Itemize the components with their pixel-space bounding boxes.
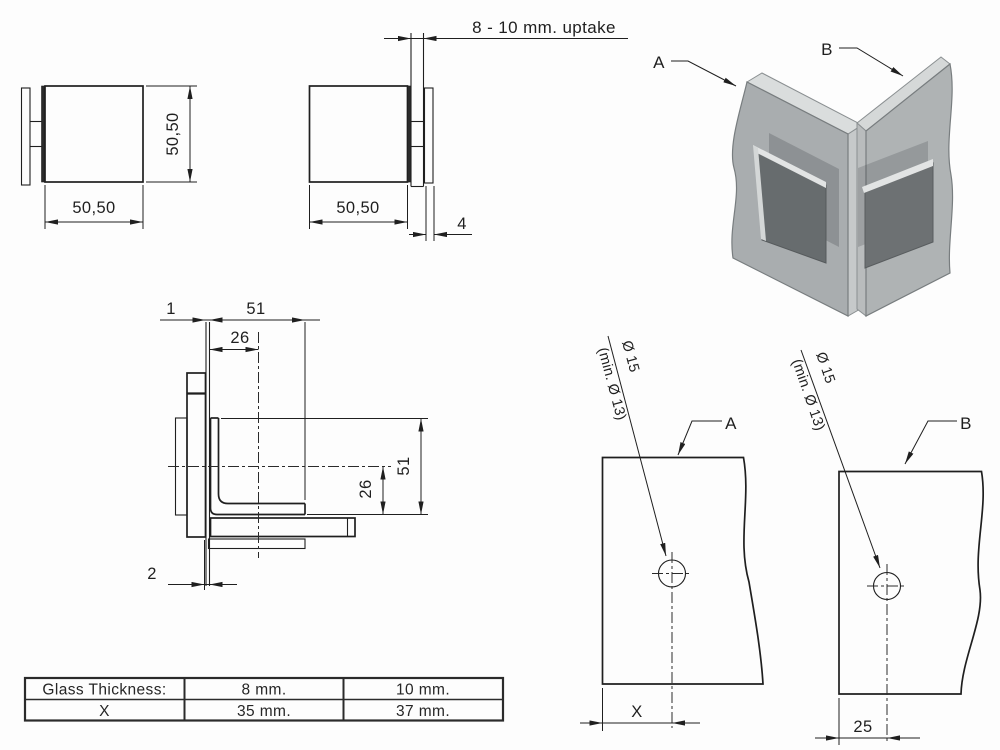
leader-b xyxy=(839,47,904,77)
table-cell: 35 mm. xyxy=(237,703,291,720)
dim-height-label: 50,50 xyxy=(164,112,182,155)
panel-label-a: A xyxy=(725,414,737,433)
uptake-note: 8 - 10 mm. uptake xyxy=(472,18,616,37)
glass-panel-a-outline xyxy=(601,456,764,685)
dim-gap-label: 1 xyxy=(166,300,176,318)
hole-dia-label-a: Ø 15 xyxy=(618,339,642,374)
table-cell: 37 mm. xyxy=(396,703,450,720)
hole-leader-a xyxy=(607,335,667,557)
glass-edge-strip xyxy=(20,87,31,186)
dim-leg-v-label: 51 xyxy=(395,456,413,475)
iso-label-a: A xyxy=(653,53,665,72)
iso-label-b: B xyxy=(821,40,833,59)
dim-leg-h-label: 51 xyxy=(246,300,265,318)
table-cell: 10 mm. xyxy=(396,682,450,699)
label-leader-a xyxy=(677,420,722,456)
outer-plate-vertical xyxy=(186,372,207,538)
table-cell: X xyxy=(99,703,110,720)
front-view-right: 8 - 10 mm. uptake 50,50 4 xyxy=(308,18,628,241)
dim-edge-a-label: X xyxy=(631,703,642,721)
dim-hole-v-label: 26 xyxy=(357,479,375,498)
dim-width-label: 50,50 xyxy=(72,199,115,217)
outer-plate-horizontal xyxy=(209,517,356,538)
back-plate-strip xyxy=(423,87,434,184)
clamp-b-highlight xyxy=(862,159,933,193)
clamp-a-highlight-left xyxy=(753,145,766,241)
table-cell: 8 mm. xyxy=(241,682,286,699)
dim-width-label: 50,50 xyxy=(336,199,379,217)
hole-leader-b xyxy=(800,349,881,569)
dim-hole-h-label: 26 xyxy=(230,329,249,347)
glass-panel-b-outline xyxy=(838,470,985,695)
gasket-horizontal xyxy=(207,538,306,550)
dim-plate-label: 4 xyxy=(457,215,467,233)
l-bracket-outer xyxy=(209,418,305,516)
clamp-a-highlight xyxy=(753,145,826,188)
front-view-left: 50,50 50,50 xyxy=(20,85,197,229)
table-cell: Glass Thickness: xyxy=(42,682,166,699)
spec-table: Glass Thickness: 8 mm. 10 mm. X 35 mm. 3… xyxy=(23,676,505,722)
dim-edge-b-label: 25 xyxy=(853,718,872,736)
hole-view-b: Ø 15 (min. Ø 13) B 25 xyxy=(788,349,985,745)
leader-a xyxy=(671,60,737,87)
label-leader-b xyxy=(904,420,957,465)
clamp-face xyxy=(308,85,409,183)
iso-view: A B xyxy=(653,40,954,318)
clamp-face xyxy=(44,85,144,183)
dim-bottom-gap-label: 2 xyxy=(147,565,157,583)
hole-view-a: Ø 15 (min. Ø 13) A X xyxy=(580,335,764,731)
panel-label-b: B xyxy=(960,414,972,433)
l-bracket-inner xyxy=(217,418,305,505)
hole-dia-label-b: Ø 15 xyxy=(812,350,838,386)
top-view: 1 51 26 51 26 2 xyxy=(147,300,428,590)
